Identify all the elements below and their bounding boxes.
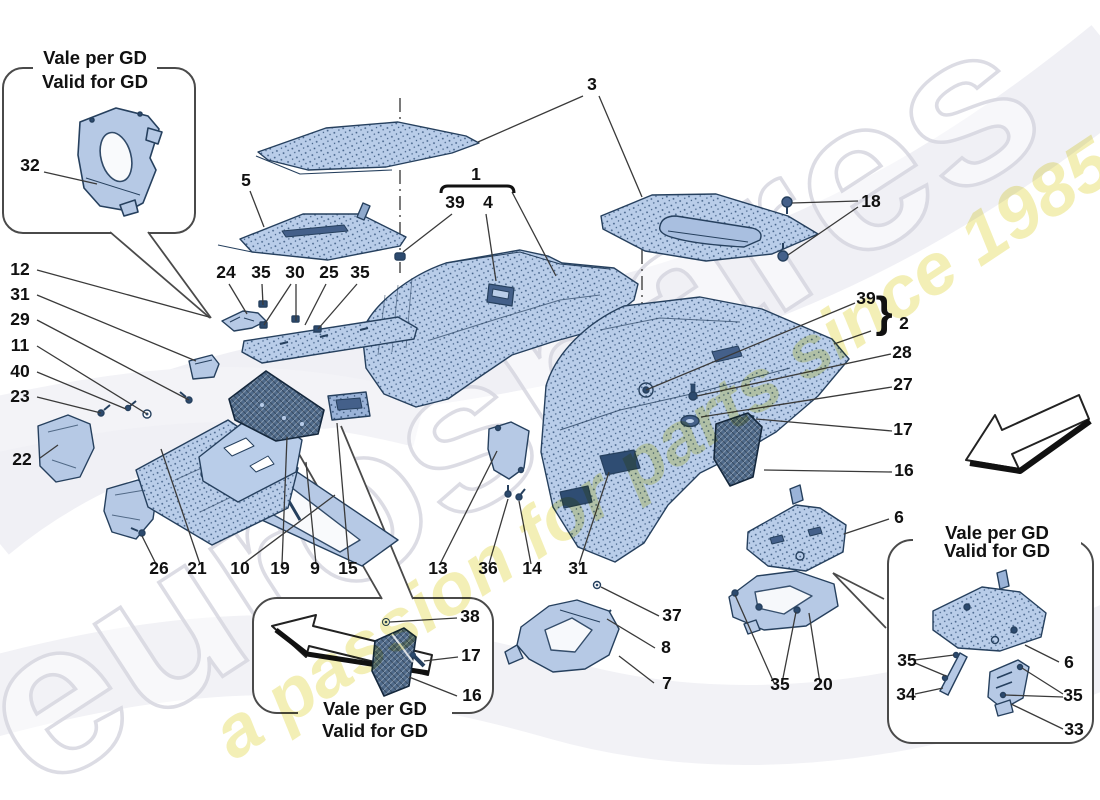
- callout-35b: 35: [350, 262, 370, 282]
- callout-40: 40: [10, 361, 30, 381]
- callout-27: 27: [893, 374, 912, 394]
- part-2-floor-carpet: [540, 296, 850, 563]
- callout-30: 30: [285, 262, 305, 282]
- fastener-plug-18b: [777, 243, 789, 262]
- part-3-right-mat: [600, 193, 819, 262]
- callout-35d: 35: [897, 650, 917, 670]
- callout-20: 20: [813, 674, 833, 694]
- part-31-left-bracket: [188, 354, 220, 380]
- callout-2-brace: }: [875, 288, 892, 337]
- callout-15: 15: [338, 558, 358, 578]
- callout-1: 1: [471, 164, 481, 184]
- callout-2: 2: [899, 313, 909, 333]
- inset-bottom-center-title-line1: Vale per GD: [323, 698, 427, 719]
- callout-5: 5: [241, 170, 251, 190]
- callout-24: 24: [216, 262, 236, 282]
- callout-34: 34: [896, 684, 916, 704]
- callout-6b: 6: [1064, 652, 1074, 672]
- callout-35e: 35: [1063, 685, 1083, 705]
- group-1-bracket: [439, 184, 516, 194]
- callout-23: 23: [10, 386, 30, 406]
- part-24-bracket: [221, 310, 267, 332]
- callout-17a: 17: [893, 419, 912, 439]
- fastener-grommet-37: [592, 580, 602, 590]
- callout-18: 18: [861, 191, 881, 211]
- callout-31b: 31: [568, 558, 588, 578]
- callout-35c: 35: [770, 674, 790, 694]
- inset-titles: Vale per GD Valid for GD Vale per GD Val…: [42, 47, 1050, 741]
- part-7-bracket: [504, 599, 620, 673]
- callout-3: 3: [587, 74, 597, 94]
- inset-bottom-center-title-line2: Valid for GD: [322, 720, 428, 741]
- part-20-bracket: [728, 570, 839, 635]
- part-1-tunnel-carpet: [361, 249, 639, 408]
- callout-21: 21: [187, 558, 207, 578]
- callout-10: 10: [230, 558, 250, 578]
- part-33-bracket: [987, 659, 1030, 717]
- callout-35a: 35: [251, 262, 271, 282]
- callout-32: 32: [20, 155, 40, 175]
- callout-33: 33: [1064, 719, 1084, 739]
- part-13-bracket: [487, 421, 530, 480]
- fastener-screw-26: [130, 527, 146, 537]
- callout-39: 39: [445, 192, 465, 212]
- part-6-mat: [746, 484, 847, 572]
- callout-29: 29: [10, 309, 30, 329]
- part-3-left-mat: [255, 121, 480, 175]
- fastener-plug-18a: [781, 196, 793, 214]
- fastener-pin-38: [382, 618, 390, 626]
- callout-25: 25: [319, 262, 339, 282]
- part-22-bracket: [37, 414, 95, 483]
- part-16-pad-inset: [371, 627, 417, 697]
- callout-31a: 31: [10, 284, 30, 304]
- direction-arrow-large: [965, 394, 1092, 474]
- callout-16b: 16: [462, 685, 482, 705]
- part-32-bracket: [77, 107, 163, 217]
- callout-22: 22: [12, 449, 32, 469]
- fastener-plug-39: [394, 252, 406, 261]
- callout-39b: 39: [856, 288, 876, 308]
- part-19-insulation-mat: [228, 370, 325, 442]
- callout-38: 38: [460, 606, 480, 626]
- part-5-mat: [217, 202, 407, 261]
- inset-top-left-title-line2: Valid for GD: [42, 71, 148, 92]
- callout-17b: 17: [461, 645, 480, 665]
- fastener-screw-14: [515, 488, 526, 501]
- callout-26: 26: [149, 558, 169, 578]
- part-6-mat-inset: [932, 569, 1047, 652]
- fastener-screw-23: [97, 404, 111, 417]
- callout-16a: 16: [894, 460, 914, 480]
- inset-bottom-right-title-line2: Valid for GD: [944, 540, 1050, 561]
- callout-19: 19: [270, 558, 290, 578]
- callout-11: 11: [11, 335, 30, 355]
- callout-4: 4: [483, 192, 493, 212]
- inset-title-masks: [33, 44, 1081, 742]
- fastener-screw-36: [504, 485, 512, 498]
- callout-9: 9: [310, 558, 320, 578]
- part-25-sill-strip: [241, 316, 418, 364]
- inset-bottom-right-title-line1: Vale per GD: [945, 522, 1049, 543]
- callout-6a: 6: [894, 507, 904, 527]
- callout-13: 13: [428, 558, 448, 578]
- fastener-screw-17-inset: [410, 652, 426, 668]
- part-15-pocket-box: [327, 391, 371, 421]
- callout-7: 7: [662, 673, 672, 693]
- callout-8: 8: [661, 637, 671, 657]
- callout-28: 28: [892, 342, 912, 362]
- callout-labels: 3 5 1 39 4 18 32 12 31 29 11 40 23 22 24…: [10, 74, 1084, 739]
- callout-36: 36: [478, 558, 498, 578]
- parts: [37, 121, 850, 673]
- leader-lines: [36, 95, 1064, 730]
- callout-14: 14: [522, 558, 542, 578]
- part-16-footrest-pad: [713, 412, 763, 487]
- callout-37: 37: [662, 605, 681, 625]
- inset-top-left-title-line1: Vale per GD: [43, 47, 147, 68]
- callout-12: 12: [10, 259, 30, 279]
- fastener-pin-40: [124, 400, 137, 412]
